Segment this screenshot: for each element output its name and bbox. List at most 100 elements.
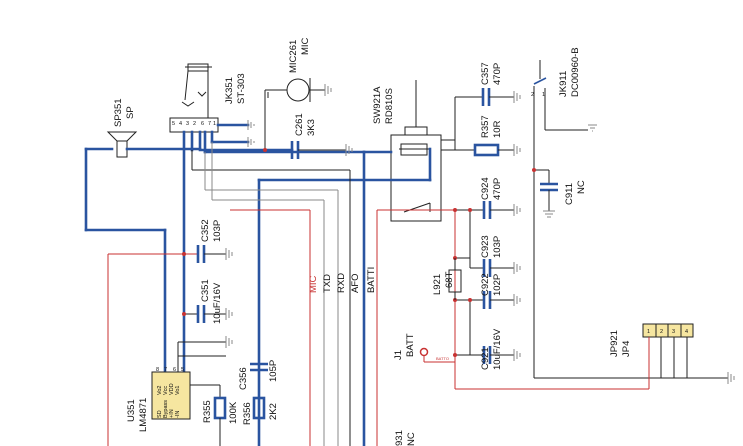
sp351-value: SP	[125, 106, 136, 119]
ground-symbol-jk911-end	[727, 372, 735, 384]
jp921-pin-3: 3	[672, 329, 675, 335]
u351-value: LM4871	[138, 398, 149, 432]
connector-j1: BATTO J1 BATT	[393, 333, 455, 363]
jk351-ref: JK351	[224, 77, 235, 104]
jumper-jp921: 1 2 3 4 JP921 JP4	[455, 323, 694, 390]
sw921a-value: RD810S	[384, 88, 395, 124]
mic261-value: MIC	[300, 37, 311, 55]
u351-pin-7: 7	[164, 367, 167, 373]
jk911-pin-1: 1	[542, 92, 545, 98]
amplifier-decoupling: C352 103P C351 10uF/16V	[107, 219, 233, 446]
net-rxd-label: RXD	[336, 273, 347, 293]
r355-ref: R355	[202, 400, 213, 423]
c922-value: 102P	[492, 274, 503, 296]
c352-value: 103P	[212, 220, 223, 242]
amplifier-u351: 8 7 6 5 SD Bypass +IN -IN Vo2 Vcc VDD Vo…	[126, 367, 191, 432]
jp921-pin-2: 2	[660, 329, 663, 335]
microphone-mic261: MIC261 MIC	[264, 37, 332, 150]
jk351-value: ST-303	[236, 73, 247, 104]
c924-value: 470P	[492, 178, 503, 200]
r357-ref: R357	[480, 115, 491, 138]
u351-pin-8: 8	[156, 367, 159, 373]
jk351-pin-2: 2	[193, 121, 196, 127]
jk911-pin-2: 2	[531, 92, 534, 98]
capacitor-c261: C261 3K3	[198, 113, 353, 159]
net-afo-label: AFO	[350, 273, 361, 293]
jp921-pin-1: 1	[647, 329, 650, 335]
capacitor-c911: C911 NC	[532, 168, 587, 218]
jack-jk351: 5 4 3 2 6 7 1 JK351 ST-303	[169, 63, 366, 374]
r356-value: 2K2	[268, 403, 279, 420]
c923-ref: C923	[480, 235, 491, 258]
jk911-ref: JK911	[558, 71, 569, 97]
r355-value: 100K	[228, 401, 239, 424]
c911-ref: C911	[564, 183, 575, 205]
net-batti-label: BATTI	[366, 267, 377, 293]
c911-value: NC	[576, 180, 587, 194]
u351-pin-in-minus: -IN	[175, 411, 181, 418]
l921-value: 68T	[444, 271, 455, 288]
c922-ref: C922	[480, 273, 491, 296]
u351-pin-in-plus: +IN	[169, 409, 175, 418]
jk351-pin-3: 3	[186, 121, 189, 127]
r357-value: 10R	[492, 120, 503, 138]
j1-value: BATT	[405, 333, 416, 357]
c261-value: 3K3	[306, 119, 317, 136]
mic261-ref: MIC261	[288, 40, 299, 73]
filter-column	[376, 208, 484, 446]
jk351-pin-5: 5	[172, 121, 175, 127]
inductor-l921: L921 68T	[432, 258, 462, 300]
u351-pin-vo2: Vo2	[157, 386, 163, 395]
jk351-pin-6: 6	[201, 121, 204, 127]
capacitor-c922: C922 102P	[480, 273, 521, 309]
capacitor-c923: C923 103P	[480, 235, 521, 277]
cut931-ref: 931	[394, 430, 405, 446]
resistor-r356: R356 2K2	[242, 396, 279, 425]
u351-pin-vcc: Vcc	[163, 386, 169, 395]
ground-symbols-jack	[247, 120, 255, 147]
r356-ref: R356	[242, 402, 253, 425]
jp921-ref: JP921	[609, 330, 620, 357]
resistor-r357: R357 10R	[455, 115, 521, 157]
net-txd-label: TXD	[322, 274, 333, 293]
signal-bus: MIC TXD RXD AFO BATTI	[191, 142, 432, 446]
capacitor-c921: C921 10uF/16V	[480, 328, 521, 370]
c357-value: 470P	[492, 63, 503, 85]
c921-ref: C921	[480, 347, 491, 370]
jk351-pin-4: 4	[179, 121, 182, 127]
c924-ref: C924	[480, 177, 491, 200]
sw921a-ref: SW921A	[372, 86, 383, 124]
jack-jk911: 2 1 JK911 DC00960-B	[531, 47, 728, 379]
j1-ref: J1	[393, 350, 404, 360]
capacitor-c356: C356 105P	[238, 360, 279, 390]
cut-off-part-931: 931 NC	[394, 430, 417, 446]
u351-pin-vo1: Vo1	[175, 386, 181, 395]
u351-ref: U351	[126, 399, 137, 422]
net-mic-label: MIC	[308, 275, 319, 293]
c352-ref: C352	[200, 219, 211, 242]
c356-ref: C356	[238, 367, 249, 390]
jp921-value: JP4	[621, 341, 632, 357]
c923-value: 103P	[492, 236, 503, 258]
c261-ref: C261	[294, 113, 305, 136]
vbatt-net-label: BATTO	[436, 356, 449, 361]
c357-ref: C357	[480, 62, 491, 85]
sp351-ref: SP351	[113, 98, 124, 127]
c356-value: 105P	[268, 360, 279, 382]
l921-ref: L921	[432, 274, 443, 295]
u351-pin-6: 6	[173, 367, 176, 373]
cut931-value: NC	[406, 432, 417, 446]
switch-sw921a: SW921A RD810S	[372, 80, 455, 222]
u351-pin-5: 5	[181, 367, 184, 373]
c351-value: 10uF/16V	[212, 282, 223, 324]
c921-value: 10uF/16V	[492, 328, 503, 370]
capacitor-c357: C357 470P	[454, 62, 521, 150]
u351-pin-vdd: VDD	[169, 383, 175, 395]
jk351-pin-7: 7	[208, 121, 211, 127]
jk911-value: DC00960-B	[570, 47, 581, 97]
c351-ref: C351	[200, 279, 211, 302]
u351-pin-bypass: Bypass	[163, 400, 169, 418]
u351-pin-sd: SD	[157, 410, 163, 418]
capacitor-c924: C924 470P	[480, 177, 521, 219]
